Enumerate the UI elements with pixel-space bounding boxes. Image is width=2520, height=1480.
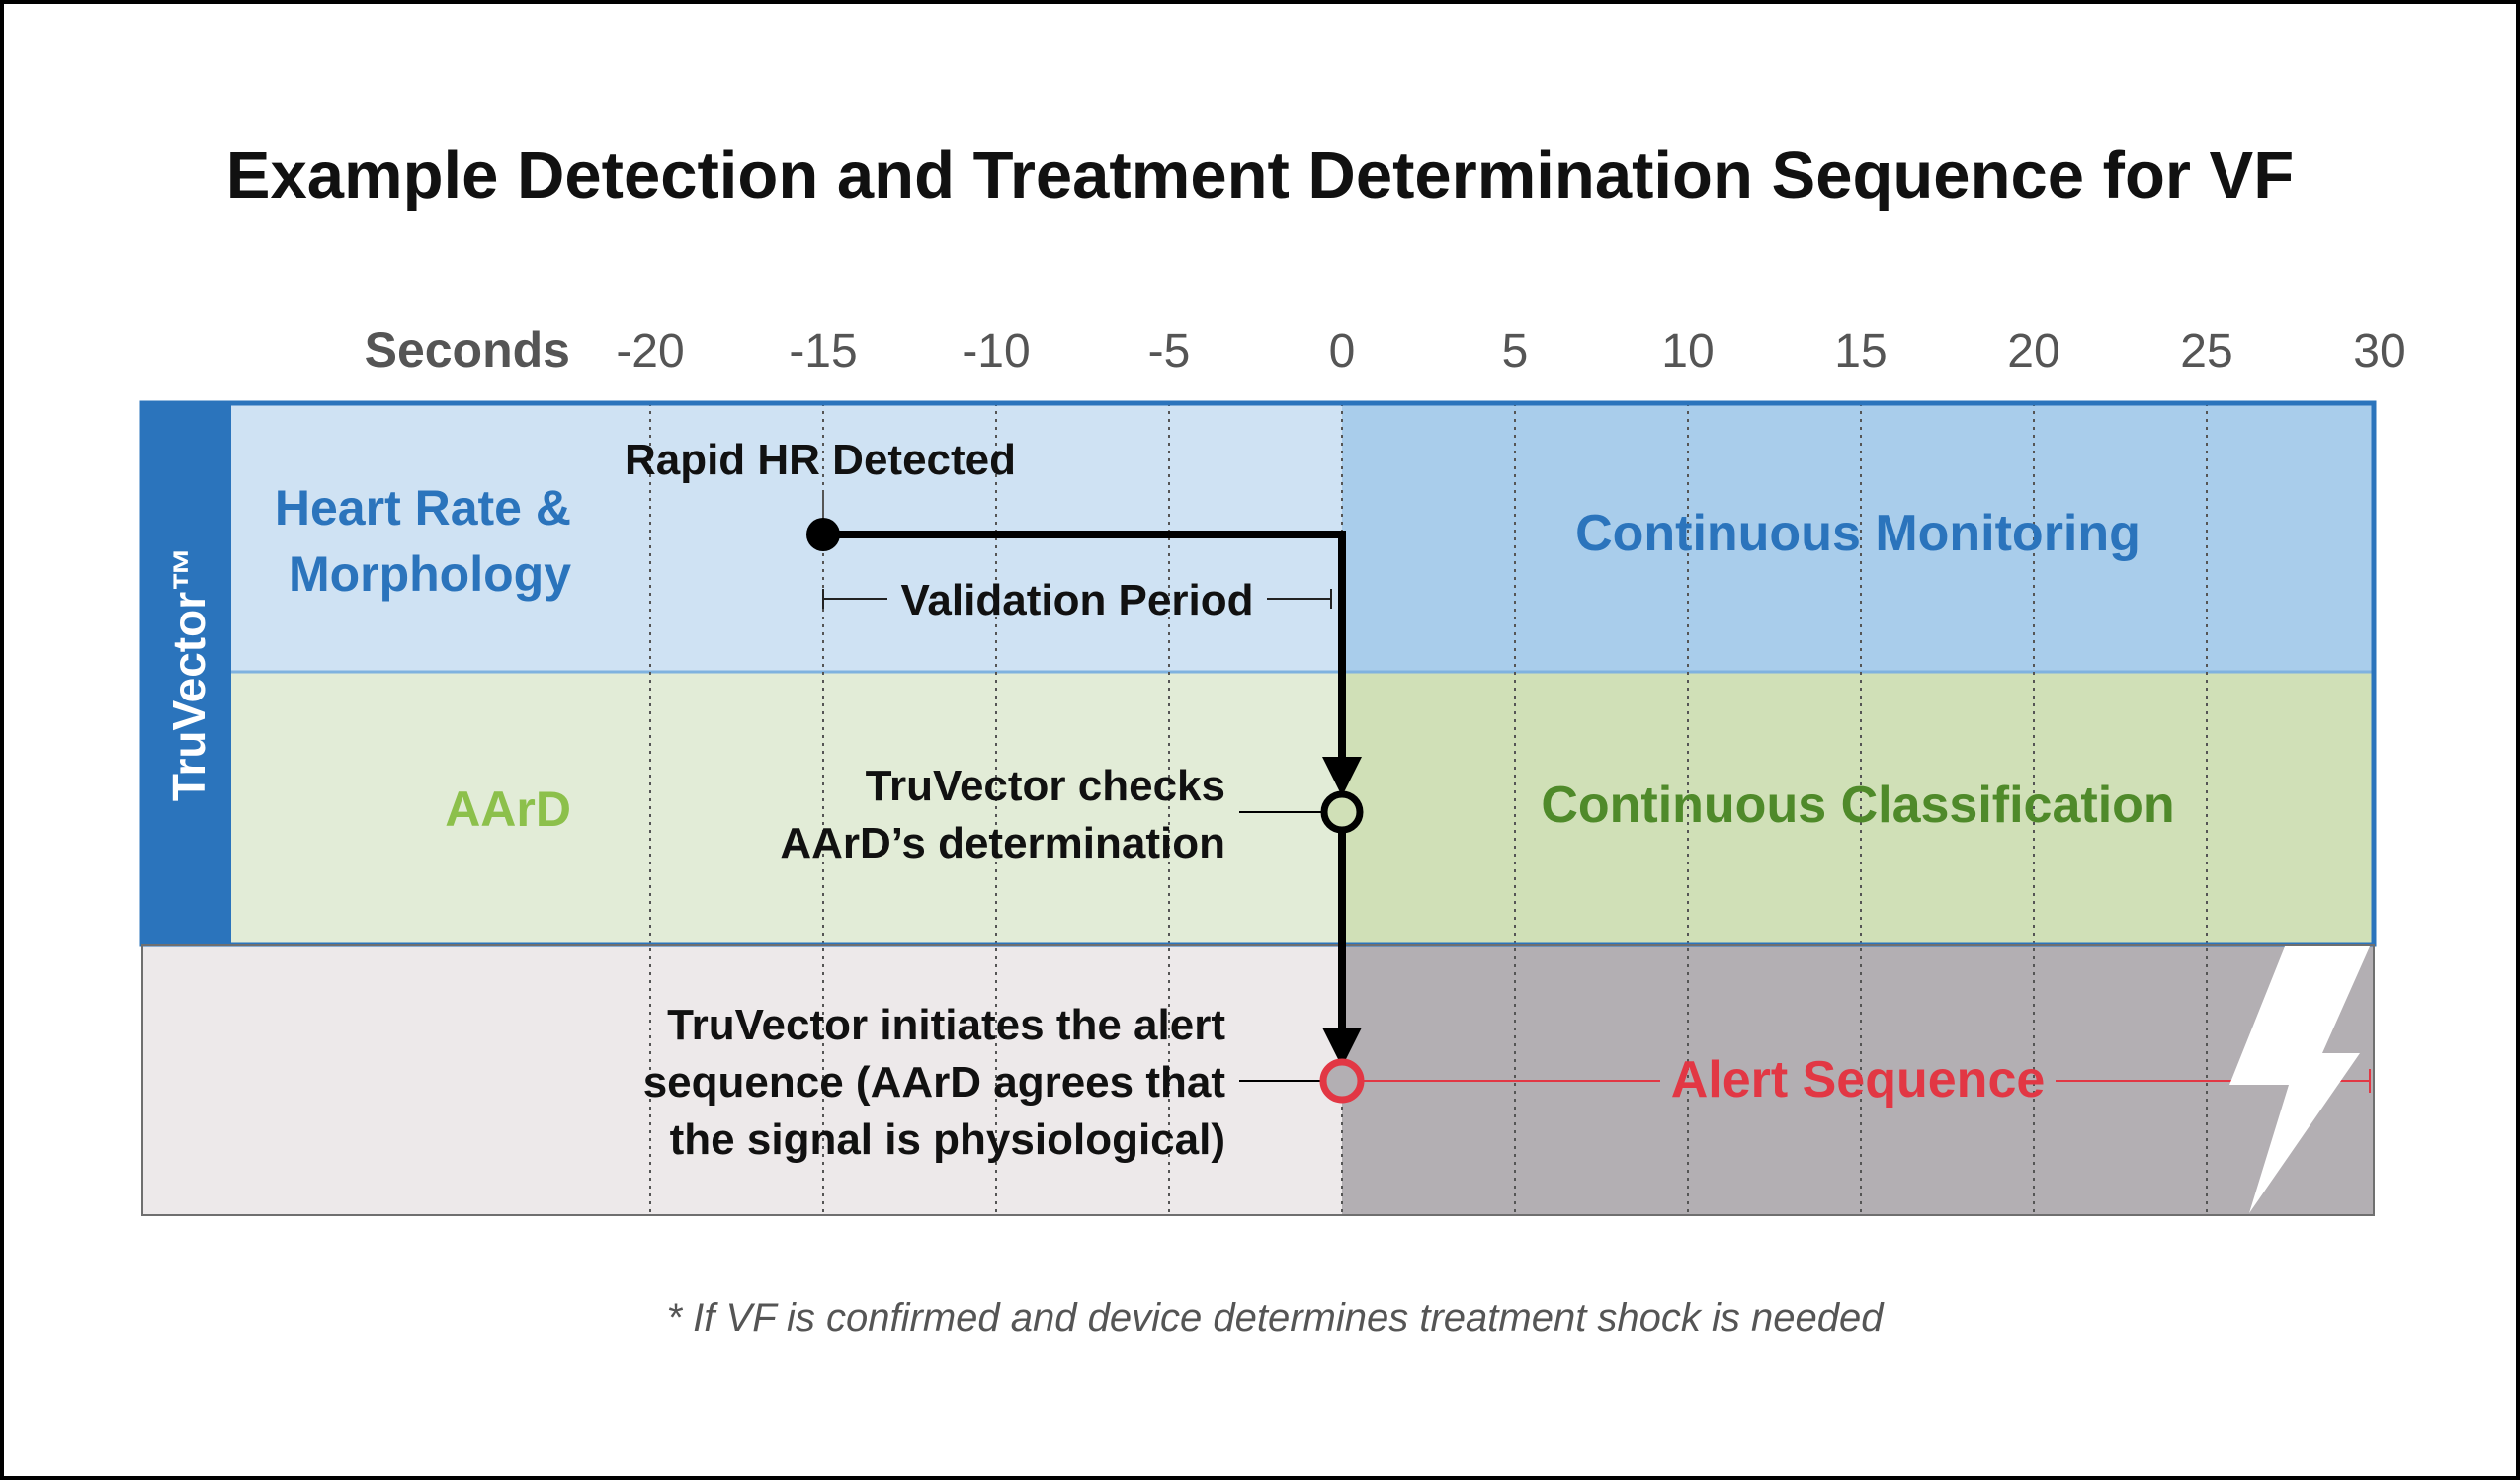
continuous-monitoring-label: Continuous Monitoring [1575, 505, 2141, 562]
continuous-classification-label: Continuous Classification [1541, 777, 2174, 834]
axis-tick-labels: -20 -15 -10 -5 0 5 10 15 20 25 30 [616, 325, 2405, 377]
axis-tick-label: -15 [789, 325, 857, 377]
alert-sequence-label: Alert Sequence [1671, 1051, 2046, 1109]
rapid-hr-label: Rapid HR Detected [625, 436, 1016, 484]
axis-tick-label: 10 [1661, 325, 1714, 377]
check-label-line1: TruVector checks [866, 762, 1225, 810]
alert-row-border [141, 944, 2375, 1216]
axis-tick-label: 0 [1329, 325, 1356, 377]
aard-label: AArD [445, 781, 571, 837]
aard-row-before [231, 672, 1342, 945]
validation-period-label: Validation Period [901, 576, 1254, 624]
aard-check-point [1320, 790, 1364, 834]
alert-row-before [142, 945, 1342, 1215]
check-label-line2: AArD’s determination [780, 819, 1225, 867]
truvector-side-band [142, 403, 231, 945]
diagram-title: Example Detection and Treatment Determin… [226, 138, 2294, 212]
axis-tick-label: -10 [962, 325, 1030, 377]
heart-rate-label-line1: Heart Rate & [275, 480, 571, 535]
init-label-line1: TruVector initiates the alert [667, 1001, 1225, 1049]
axis-tick-label: 30 [2353, 325, 2405, 377]
axis-tick-label: 5 [1502, 325, 1529, 377]
heart-rate-label-line2: Morphology [289, 546, 571, 602]
alert-initiation-point [1319, 1058, 1365, 1104]
axis-tick-label: 20 [2007, 325, 2059, 377]
shock-lightning-icon [2229, 946, 2370, 1213]
init-label-line3: the signal is physiological) [670, 1115, 1225, 1164]
axis-tick-label: 25 [2180, 325, 2232, 377]
init-label-line2: sequence (AArD agrees that [643, 1058, 1226, 1107]
rapid-hr-detected-point [806, 518, 840, 551]
shock-asterisk: * [2347, 946, 2361, 987]
axis-label: Seconds [365, 322, 570, 377]
footnote: * If VF is confirmed and device determin… [667, 1296, 1886, 1340]
axis-tick-label: -5 [1148, 325, 1191, 377]
truvector-side-label: TruVector™ [163, 546, 214, 801]
axis-tick-label: -20 [616, 325, 684, 377]
axis-tick-label: 15 [1834, 325, 1887, 377]
